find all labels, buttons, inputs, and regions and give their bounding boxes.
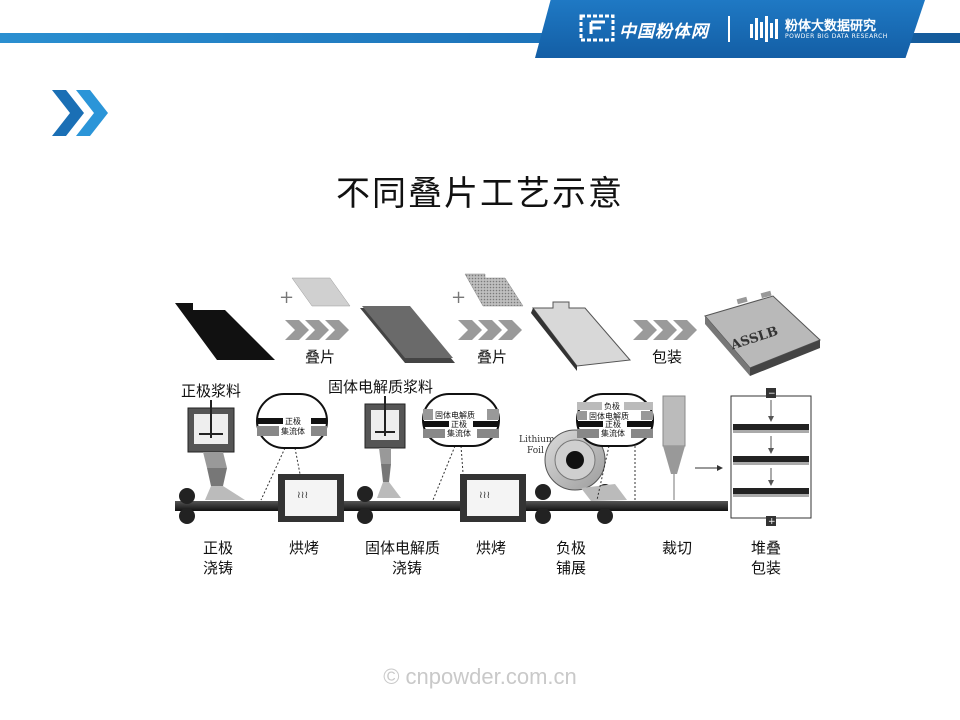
research-logo-icon: [750, 16, 778, 42]
research-name: 粉体大数据研究: [785, 19, 877, 34]
layer-callout-3: 负极 固体电解质 正极 集流体: [576, 393, 654, 501]
plus-sign-2: +: [451, 287, 466, 308]
page-title: 不同叠片工艺示意: [336, 174, 624, 214]
svg-text:≀≀≀: ≀≀≀: [479, 490, 490, 501]
assembled-battery: ASSLB: [704, 290, 821, 376]
conveyor-belt: [175, 501, 728, 511]
step-label-stack-2: 叠片: [477, 348, 507, 366]
step-stack-pack-2: 包装: [751, 559, 781, 577]
step-stack-pack-1: 堆叠: [751, 539, 781, 557]
conveyor-rollers: [179, 484, 613, 524]
layer-label-cathode-3: 正极: [605, 419, 621, 429]
layer-label-cathode-2: 正极: [451, 419, 467, 429]
cnpowder-logo-icon: [579, 14, 615, 42]
cutter-blade: [662, 395, 686, 500]
research-subtitle: POWDER BIG DATA RESEARCH: [785, 33, 888, 40]
plus-sign-1: +: [279, 287, 294, 308]
watermark: © cnpowder.com.cn: [383, 664, 577, 689]
process-arrow-3: [633, 320, 697, 340]
oven-2: ≀≀≀: [460, 474, 526, 522]
stacking-box: − +: [730, 388, 812, 527]
layer-callout-1: 正极 集流体: [256, 393, 328, 501]
slurry-label-electrolyte: 固体电解质浆料: [328, 378, 433, 396]
foil-label-line2: Foil: [527, 446, 544, 456]
layer-label-anode: 负极: [604, 401, 620, 411]
stacked-sheet-1-top: [362, 306, 453, 358]
step-electrolyte-cast-1: 固体电解质: [365, 539, 440, 557]
to-stack-arrow: [695, 465, 723, 471]
process-arrow-2: [458, 320, 522, 340]
step-cathode-cast-2: 浇铸: [203, 559, 233, 577]
step-anode-spread-1: 负极: [556, 539, 586, 557]
layer-label-collector-3: 集流体: [601, 428, 625, 438]
full-cell-sheet-side: [531, 308, 577, 371]
layer-label-cathode: 正极: [285, 416, 301, 426]
layer-callout-2: 固体电解质 正极 集流体: [422, 393, 500, 501]
anode-sheet: [464, 273, 524, 307]
step-label-stack-1: 叠片: [305, 348, 335, 366]
electrolyte-sheet: [291, 277, 351, 307]
layer-label-electrolyte: 固体电解质: [435, 410, 475, 420]
oven-1: ≀≀≀: [278, 474, 344, 522]
cathode-sheet: [175, 303, 275, 360]
layer-label-electrolyte-3: 固体电解质: [589, 411, 629, 421]
brand-name: 中国粉体网: [619, 22, 709, 42]
step-cut: 裁切: [662, 539, 692, 557]
step-label-package: 包装: [652, 348, 682, 366]
electrolyte-caster: [364, 396, 406, 498]
stack-sign-positive: +: [768, 517, 776, 527]
step-anode-spread-2: 铺展: [556, 559, 586, 577]
process-diagram: + 叠片 + 叠片 包装 ASSLB 正极浆料 固体电解质浆料: [175, 273, 821, 577]
foil-label-line1: Lithium: [519, 435, 555, 445]
lithium-foil-roll: Lithium Foil: [519, 429, 627, 501]
process-arrow-1: [285, 320, 349, 340]
slurry-label-cathode: 正极浆料: [181, 382, 241, 400]
process-step-labels: 正极 浇铸 烘烤 固体电解质 浇铸 烘烤 负极 铺展 裁切 堆叠 包装: [203, 539, 781, 577]
cathode-caster: [187, 400, 245, 500]
header-bar: [0, 33, 960, 43]
full-cell-sheet: [531, 301, 631, 367]
brand-banner: 中国粉体网 粉体大数据研究 POWDER BIG DATA RESEARCH: [535, 0, 925, 58]
layer-label-collector: 集流体: [281, 426, 305, 436]
layer-label-collector-2: 集流体: [447, 428, 471, 438]
step-electrolyte-cast-2: 浇铸: [392, 559, 422, 577]
step-bake-1: 烘烤: [289, 539, 319, 557]
brand-separator: [728, 16, 730, 42]
double-chevron-icon: [52, 90, 108, 136]
step-bake-2: 烘烤: [476, 539, 506, 557]
stack-sign-negative: −: [768, 389, 776, 399]
svg-text:≀≀≀: ≀≀≀: [297, 490, 308, 501]
step-cathode-cast-1: 正极: [203, 539, 233, 557]
